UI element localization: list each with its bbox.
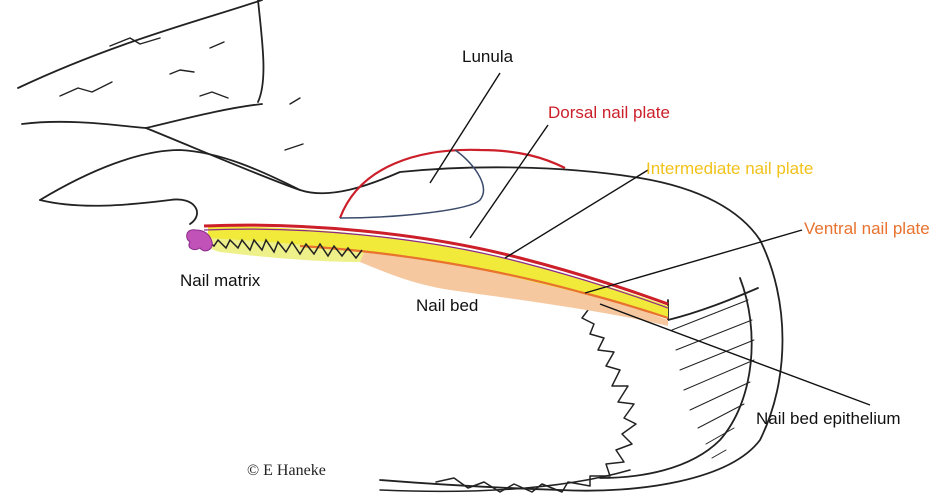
tip-hatching	[672, 300, 754, 458]
crease-4	[200, 92, 228, 98]
leader-intermediate	[505, 170, 648, 258]
lunula-outline	[340, 150, 565, 218]
finger-top-outline-2	[22, 104, 262, 128]
finger-back-outline	[258, 0, 263, 102]
label-nail-bed: Nail bed	[416, 297, 478, 314]
epithelium-wavy	[436, 300, 636, 492]
skin-under-fold	[40, 199, 197, 224]
crease-5	[290, 98, 300, 104]
label-nail-matrix: Nail matrix	[180, 272, 260, 289]
crease-7	[210, 42, 224, 48]
label-intermediate-nail-plate: Intermediate nail plate	[646, 160, 813, 177]
nail-fold-outline	[146, 128, 760, 240]
nail-edge	[668, 288, 758, 320]
label-dorsal-nail-plate: Dorsal nail plate	[548, 104, 670, 121]
label-nail-bed-epithelium: Nail bed epithelium	[756, 410, 901, 427]
crease-6	[285, 144, 303, 150]
crease-1	[110, 38, 160, 46]
crease-3	[170, 70, 194, 74]
copyright-credit: © E Haneke	[247, 463, 326, 479]
leader-epithelium	[600, 304, 870, 405]
crease-2	[60, 82, 112, 96]
label-ventral-nail-plate: Ventral nail plate	[804, 220, 930, 237]
label-lunula: Lunula	[462, 48, 513, 65]
